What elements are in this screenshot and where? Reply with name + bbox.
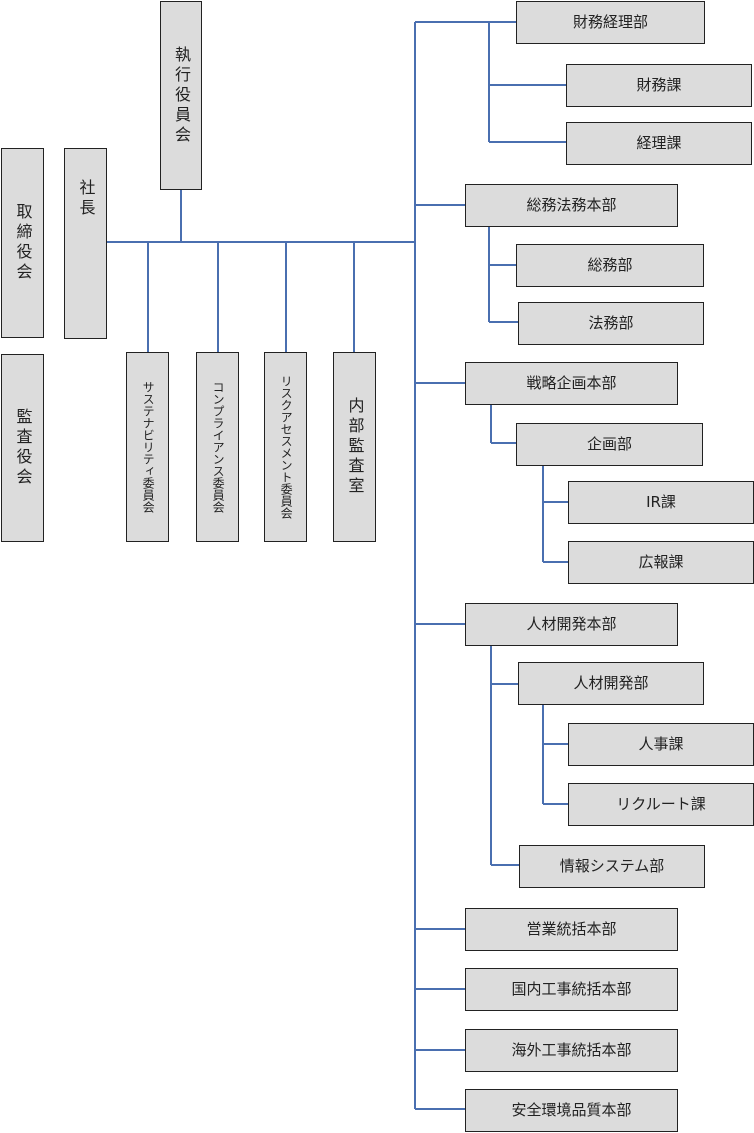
legal-dept-box: 法務部 [518,302,704,345]
ir-section-box: IR課 [568,481,754,524]
finance-section-box: 財務課 [566,64,752,107]
ir-section-label: IR課 [646,493,676,512]
board-of-directors-box: 取締役会 [1,148,44,338]
overseas-construction-hq-box: 海外工事統括本部 [465,1029,678,1072]
domestic-construction-hq-label: 国内工事統括本部 [511,980,632,999]
safety-env-quality-hq-label: 安全環境品質本部 [511,1101,632,1120]
hr-development-hq-label: 人材開発本部 [526,615,617,634]
personnel-section-label: 人事課 [638,735,684,754]
general-legal-hq-box: 総務法務本部 [465,184,678,227]
general-affairs-dept-label: 総務部 [587,256,633,275]
compliance-committee-box: コンプライアンス委員会 [196,352,239,542]
personnel-section-box: 人事課 [568,723,754,766]
pr-section-box: 広報課 [568,541,754,584]
president-label: 社長 [76,178,96,219]
audit-board-label: 監査役会 [13,408,33,488]
planning-dept-box: 企画部 [516,423,703,466]
risk-assessment-committee-box: リスクアセスメント委員会 [264,352,307,542]
general-affairs-dept-box: 総務部 [516,244,704,287]
recruit-section-label: リクルート課 [616,795,706,814]
president-box: 社長 [64,148,107,339]
hr-development-hq-box: 人材開発本部 [465,603,678,646]
executive-officers-label: 執行役員会 [172,45,191,146]
finance-accounting-dept-box: 財務経理部 [516,1,705,44]
risk-assessment-committee-label: リスクアセスメント委員会 [279,375,294,519]
sustainability-committee-label: サステナビリティ委員会 [141,381,156,513]
compliance-committee-label: コンプライアンス委員会 [211,381,226,513]
audit-board-box: 監査役会 [1,354,44,542]
info-systems-dept-label: 情報システム部 [559,857,665,876]
board-of-directors-label: 取締役会 [13,203,33,283]
finance-accounting-dept-label: 財務経理部 [572,13,648,32]
sales-hq-box: 営業統括本部 [465,908,678,951]
internal-audit-label: 内部監査室 [345,397,365,497]
sustainability-committee-box: サステナビリティ委員会 [126,352,169,542]
accounting-section-label: 経理課 [636,134,682,153]
internal-audit-box: 内部監査室 [333,352,376,542]
planning-dept-label: 企画部 [586,435,632,454]
overseas-construction-hq-label: 海外工事統括本部 [511,1041,632,1060]
strategy-planning-hq-label: 戦略企画本部 [526,374,617,393]
general-legal-hq-label: 総務法務本部 [526,196,617,215]
domestic-construction-hq-box: 国内工事統括本部 [465,968,678,1011]
pr-section-label: 広報課 [638,553,684,572]
strategy-planning-hq-box: 戦略企画本部 [465,362,678,405]
safety-env-quality-hq-box: 安全環境品質本部 [465,1089,678,1132]
recruit-section-box: リクルート課 [568,783,754,826]
accounting-section-box: 経理課 [566,122,752,165]
legal-dept-label: 法務部 [588,314,634,333]
executive-officers-box: 執行役員会 [160,1,202,190]
finance-section-label: 財務課 [636,76,682,95]
info-systems-dept-box: 情報システム部 [519,845,705,888]
hr-development-dept-box: 人材開発部 [518,662,704,705]
sales-hq-label: 営業統括本部 [526,920,617,939]
hr-development-dept-label: 人材開発部 [573,674,649,693]
